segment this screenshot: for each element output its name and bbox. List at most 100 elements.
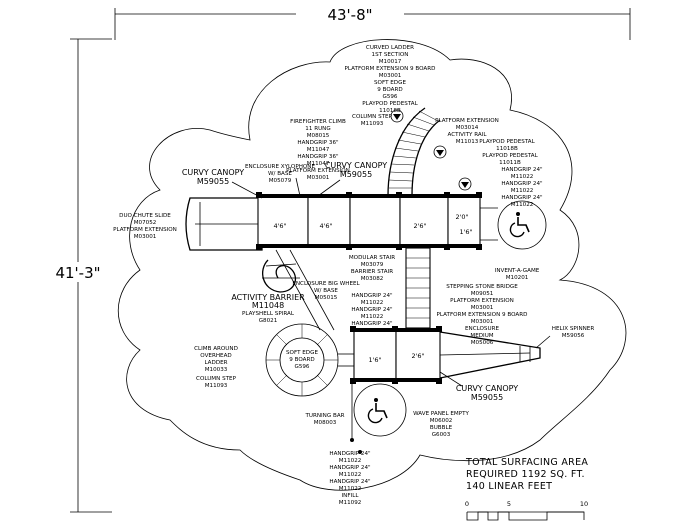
label-invent-a-game: INVENT-A-GAME M10201: [495, 268, 540, 281]
svg-text:M59055: M59055: [197, 177, 229, 186]
svg-text:PLATFORM EXTENSION 9 BOARD: PLATFORM EXTENSION 9 BOARD: [345, 66, 436, 72]
curved-ladder: [387, 107, 441, 197]
deck-size-label-5: 1'6": [459, 228, 472, 236]
dimension-height: 41'-3": [38, 38, 118, 513]
note-line-1: TOTAL SURFACING AREA: [465, 457, 588, 468]
svg-text:G8021: G8021: [259, 318, 278, 324]
width-dimension-label: 43'-8": [327, 6, 372, 24]
deck-size-label-6: 1'6": [368, 356, 381, 364]
svg-text:BUBBLE: BUBBLE: [430, 425, 453, 431]
helix-spinner: [439, 331, 541, 379]
label-playpod-pedestal-right: PLAYPOD PEDESTAL 11018B PLAYPOD PEDESTAL…: [479, 139, 543, 208]
svg-text:W/ BASE: W/ BASE: [268, 171, 292, 177]
svg-text:M08003: M08003: [314, 420, 337, 426]
svg-text:ENCLOSURE BIG WHEEL: ENCLOSURE BIG WHEEL: [292, 281, 360, 287]
svg-text:HANDGRIP 36": HANDGRIP 36": [297, 154, 339, 160]
accessible-area-bottom: [353, 383, 407, 437]
svg-text:M08015: M08015: [307, 133, 330, 139]
soft-edge-label-3: G596: [294, 364, 309, 370]
playshell-spiral: [262, 259, 300, 293]
svg-text:CURVY CANOPY: CURVY CANOPY: [456, 384, 518, 393]
label-curved-ladder: CURVED LADDER 1ST SECTION M10017 PLATFOR…: [345, 45, 436, 114]
label-enclosure-xylophone: ENCLOSURE XYLOPHONE W/ BASE M05079: [245, 164, 316, 184]
svg-text:11 RUNG: 11 RUNG: [305, 126, 330, 132]
svg-text:M03001: M03001: [134, 234, 157, 240]
svg-text:M03014: M03014: [456, 125, 479, 131]
label-activity-barrier: ACTIVITY BARRIER M11048 PLAYSHELL SPIRAL…: [231, 293, 305, 324]
svg-text:ACTIVITY RAIL: ACTIVITY RAIL: [447, 132, 487, 138]
svg-text:M11022: M11022: [511, 174, 534, 180]
scale-bar: 0 5 10: [465, 500, 588, 521]
svg-text:MODULAR STAIR: MODULAR STAIR: [349, 255, 395, 261]
svg-text:M06002: M06002: [430, 418, 453, 424]
accessible-area-top: [480, 200, 547, 250]
svg-text:G596: G596: [382, 94, 397, 100]
svg-text:HANDGRIP 24": HANDGRIP 24": [329, 479, 371, 485]
svg-text:M11048: M11048: [252, 301, 284, 310]
svg-text:M07052: M07052: [134, 220, 157, 226]
svg-text:M11022: M11022: [339, 458, 362, 464]
svg-text:LADDER: LADDER: [204, 360, 227, 366]
svg-text:CURVY CANOPY: CURVY CANOPY: [325, 161, 387, 170]
svg-text:HANDGRIP 36": HANDGRIP 36": [297, 140, 339, 146]
modular-stair: [405, 247, 431, 329]
svg-text:HANDGRIP 24": HANDGRIP 24": [501, 181, 543, 187]
scale-tick-0: 0: [465, 500, 469, 508]
svg-text:M03001: M03001: [471, 319, 494, 325]
svg-text:ENCLOSURE XYLOPHONE: ENCLOSURE XYLOPHONE: [245, 164, 316, 170]
soft-edge-label-1: SOFT EDGE: [286, 350, 318, 356]
svg-text:M11093: M11093: [361, 121, 384, 127]
deck-size-label-4: 2'0": [455, 213, 468, 221]
svg-text:M11022: M11022: [361, 328, 384, 334]
svg-text:11018B: 11018B: [496, 146, 518, 152]
svg-text:HANDGRIP 24": HANDGRIP 24": [329, 465, 371, 471]
dimension-width: 43'-8": [114, 4, 631, 40]
label-column-step-top: COLUMN STEP M11093: [352, 114, 393, 127]
deck-size-label-1: 4'6": [273, 222, 286, 230]
svg-text:M11022: M11022: [339, 472, 362, 478]
svg-text:BARRIER STAIR: BARRIER STAIR: [351, 269, 393, 275]
svg-text:M11022: M11022: [361, 314, 384, 320]
label-climb-around: CLIMB AROUND OVERHEAD LADDER M10033 COLU…: [194, 346, 238, 389]
svg-text:PLATFORM EXTENSION 9 BOARD: PLATFORM EXTENSION 9 BOARD: [437, 312, 528, 318]
svg-text:M11013: M11013: [456, 139, 479, 145]
label-modular-stair: MODULAR STAIR M03079 BARRIER STAIR M0308…: [349, 255, 395, 282]
svg-text:PLATFORM EXTENSION: PLATFORM EXTENSION: [450, 298, 514, 304]
svg-text:HANDGRIP 24": HANDGRIP 24": [501, 167, 543, 173]
svg-text:COLUMN STEP: COLUMN STEP: [352, 114, 393, 120]
svg-text:PLAYPOD PEDESTAL: PLAYPOD PEDESTAL: [362, 101, 418, 107]
soft-edge-label-2: 9 BOARD: [289, 357, 314, 363]
svg-text:11018B: 11018B: [379, 108, 401, 114]
svg-text:M10017: M10017: [379, 59, 402, 65]
svg-text:OVERHEAD: OVERHEAD: [200, 353, 231, 359]
label-curvy-canopy-bottom: CURVY CANOPY M59055: [456, 384, 518, 402]
label-helix-spinner: HELIX SPINNER M59056: [552, 326, 595, 339]
svg-text:M11092: M11092: [339, 500, 362, 506]
svg-text:HANDGRIP 24": HANDGRIP 24": [351, 307, 393, 313]
svg-text:PLATFORM EXTENSION: PLATFORM EXTENSION: [286, 168, 350, 174]
svg-text:FIREFIGHTER CLIMB: FIREFIGHTER CLIMB: [290, 119, 346, 125]
turning-bar-posts: [350, 384, 362, 454]
label-wave-panel: WAVE PANEL EMPTY M06002 BUBBLE G6003: [413, 411, 469, 438]
svg-text:ENCLOSURE: ENCLOSURE: [465, 326, 499, 332]
svg-text:PLAYPOD PEDESTAL: PLAYPOD PEDESTAL: [482, 153, 538, 159]
svg-text:M03079: M03079: [361, 262, 384, 268]
deck-size-label-2: 4'6": [319, 222, 332, 230]
note-line-3: 140 LINEAR FEET: [466, 481, 552, 492]
wheelchair-icon: [509, 212, 530, 238]
note-line-2: REQUIRED 1192 SQ. FT.: [466, 469, 585, 480]
svg-text:DUO CHUTE SLIDE: DUO CHUTE SLIDE: [119, 213, 171, 219]
svg-text:PLATFORM EXTENSION: PLATFORM EXTENSION: [113, 227, 177, 233]
label-handgrip-bottom: HANDGRIP 24" M11022 HANDGRIP 24" M11022 …: [329, 451, 371, 506]
svg-text:WAVE PANEL EMPTY: WAVE PANEL EMPTY: [413, 411, 469, 417]
label-curvy-canopy-left: CURVY CANOPY M59055: [182, 168, 244, 186]
surfacing-notes: TOTAL SURFACING AREA REQUIRED 1192 SQ. F…: [465, 457, 588, 492]
svg-text:M09051: M09051: [471, 291, 494, 297]
duo-chute-slide: [185, 197, 263, 251]
svg-text:ACTIVITY BARRIER: ACTIVITY BARRIER: [231, 293, 305, 302]
svg-text:PLATFORM EXTENSION: PLATFORM EXTENSION: [435, 118, 499, 124]
lower-deck-row: 1'6" 2'6": [350, 326, 442, 384]
svg-text:HELIX SPINNER: HELIX SPINNER: [552, 326, 595, 332]
svg-text:TURNING BAR: TURNING BAR: [304, 413, 344, 419]
climb-around-ladder: SOFT EDGE 9 BOARD G596: [265, 249, 354, 397]
